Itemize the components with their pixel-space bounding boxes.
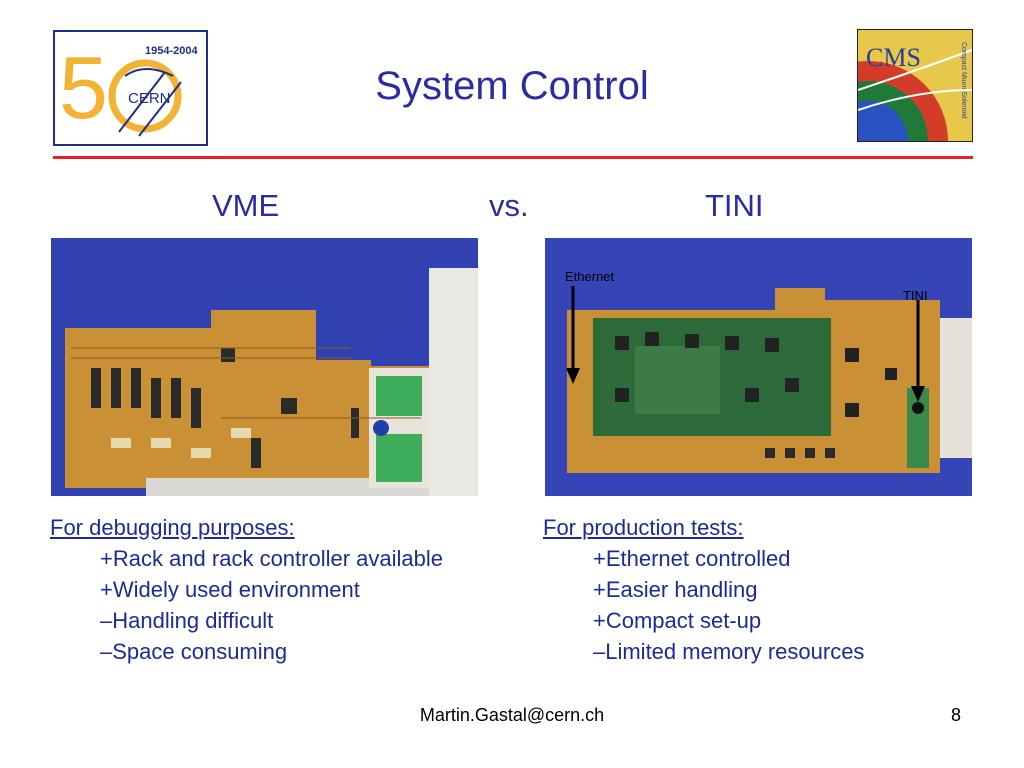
page-number: 8 [951,705,962,725]
list-item: +Compact set-up [593,608,762,633]
slide-title: System Control [375,64,649,108]
list-item: +Easier handling [593,577,758,602]
versus-label: vs. [489,188,529,223]
svg-text:5: 5 [59,38,108,137]
tini-board-photo: Ethernet TINI [545,238,972,496]
tini-pros-cons: For production tests: +Ethernet controll… [543,512,864,667]
cms-logo-text: CMS [866,43,921,72]
title-divider [53,156,973,159]
cern-50-logo: 5 CERN 1954-2004 [53,30,208,146]
list-item: –Space consuming [100,639,288,664]
list-item: –Limited memory resources [593,639,865,664]
ethernet-label: Ethernet [565,269,615,284]
tini-module-label: TINI [903,288,928,303]
vme-board-photo [51,238,478,496]
vme-list-heading: For debugging purposes: [50,515,295,540]
vme-pros-cons: For debugging purposes: +Rack and rack c… [50,512,443,667]
cms-logo-subtext: Compact Muon Solenoid [960,42,967,119]
tini-heading: TINI [705,188,764,223]
cern-logo-text: CERN [128,90,171,107]
tini-list-heading: For production tests: [543,515,744,540]
cern-logo-years: 1954-2004 [145,45,198,57]
list-item: +Rack and rack controller available [100,546,444,571]
list-item: +Widely used environment [100,577,360,602]
cms-logo: CMS Compact Muon Solenoid [857,29,973,142]
vme-heading: VME [212,188,280,223]
list-item: –Handling difficult [100,608,274,633]
footer-email: Martin.Gastal@cern.ch [419,705,605,725]
list-item: +Ethernet controlled [593,546,791,571]
